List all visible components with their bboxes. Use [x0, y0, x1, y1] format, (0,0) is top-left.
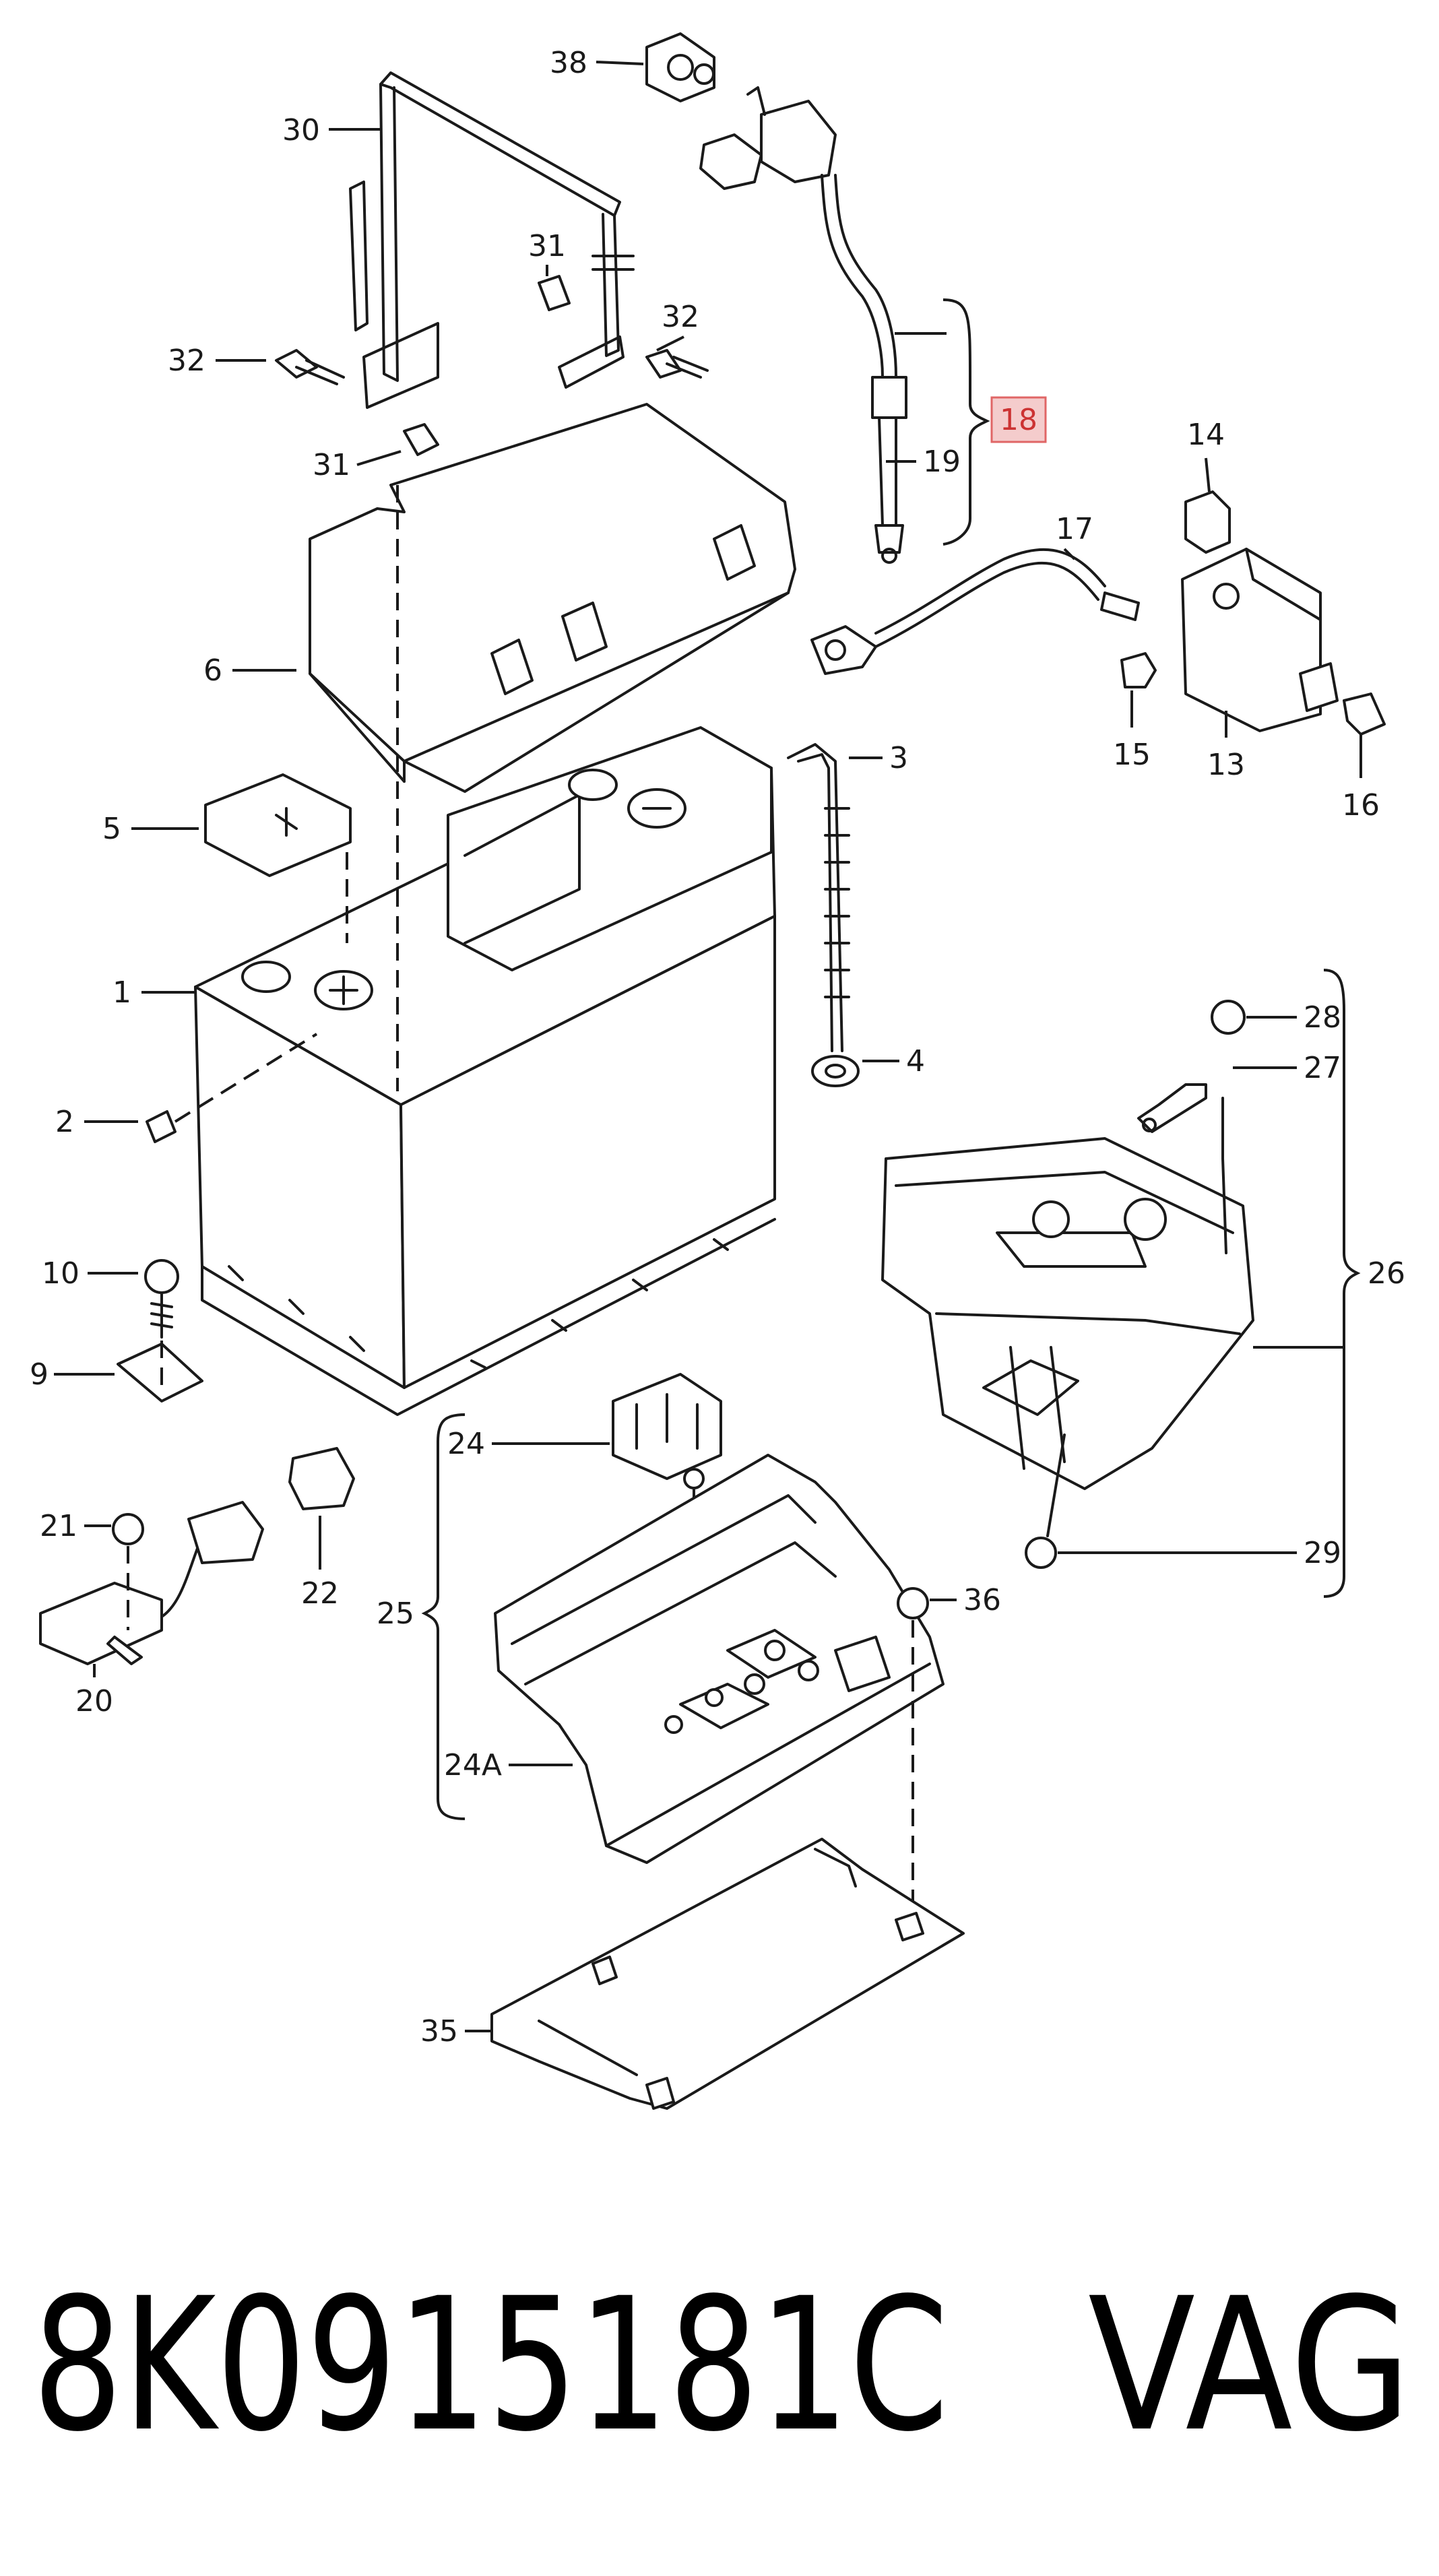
callout-32-right: 32	[662, 300, 699, 334]
callout-21: 21	[40, 1509, 77, 1543]
fuse-box-25	[494, 1373, 945, 1913]
callout-31-bottom: 31	[313, 448, 350, 482]
callout-9: 9	[30, 1357, 49, 1392]
brand-name: VAG	[1088, 2259, 1411, 2472]
callout-19: 19	[923, 445, 961, 479]
screw-10-clip-9	[117, 1259, 203, 1403]
callout-25: 25	[377, 1597, 414, 1631]
callout-15: 15	[1113, 738, 1151, 772]
fuse-holder-bracket-26	[881, 1000, 1254, 1569]
callout-4: 4	[906, 1044, 925, 1078]
ground-cable-17	[810, 548, 1140, 675]
leader-lines	[54, 61, 1362, 2032]
vent-hose-3	[787, 743, 860, 1087]
callout-31-top: 31	[528, 229, 566, 263]
bolts-31-32	[275, 275, 709, 456]
callout-10: 10	[42, 1256, 79, 1291]
callout-13: 13	[1207, 748, 1245, 782]
callout-2: 2	[55, 1105, 74, 1139]
callout-28: 28	[1304, 1000, 1341, 1035]
battery-frame	[349, 71, 635, 409]
callout-18: 18	[1000, 403, 1037, 437]
callout-27: 27	[1304, 1051, 1341, 1085]
callout-22: 22	[301, 1576, 339, 1611]
plug-2	[146, 1033, 318, 1143]
mounting-plate-35	[490, 1838, 965, 2110]
callout-6: 6	[203, 653, 222, 688]
callout-3: 3	[889, 741, 908, 775]
callout-26: 26	[1368, 1256, 1405, 1291]
callout-29: 29	[1304, 1536, 1341, 1570]
group-brackets	[421, 298, 1361, 1820]
callout-36: 36	[963, 1583, 1001, 1617]
callout-5: 5	[102, 812, 121, 846]
control-unit-13	[1120, 490, 1386, 736]
callout-32-left: 32	[168, 344, 205, 378]
callout-18-box	[990, 396, 1047, 443]
callout-17: 17	[1056, 512, 1093, 546]
callout-14: 14	[1187, 418, 1225, 452]
battery	[194, 485, 776, 1416]
terminal-cover-5	[204, 773, 352, 943]
callout-38: 38	[550, 46, 587, 80]
sensor-assembly-20	[39, 1447, 355, 1665]
callout-1: 1	[113, 975, 131, 1010]
callout-20: 20	[75, 1684, 113, 1718]
callout-30: 30	[282, 113, 320, 148]
callout-35: 35	[420, 2014, 458, 2049]
battery-cover	[309, 403, 796, 793]
positive-battery-cable	[645, 32, 907, 564]
part-number: 8K0915181C	[32, 2259, 949, 2472]
footer: 8K0915181C VAG	[32, 2259, 1411, 2472]
callout-24A: 24A	[444, 1748, 502, 1782]
callout-labels: 38 30 31 32 32 31 18 19 14 17 6 15 13 16…	[30, 46, 1405, 2049]
callout-24: 24	[447, 1427, 485, 1461]
callout-18-highlight: 18	[990, 396, 1047, 443]
callout-16: 16	[1342, 788, 1380, 823]
